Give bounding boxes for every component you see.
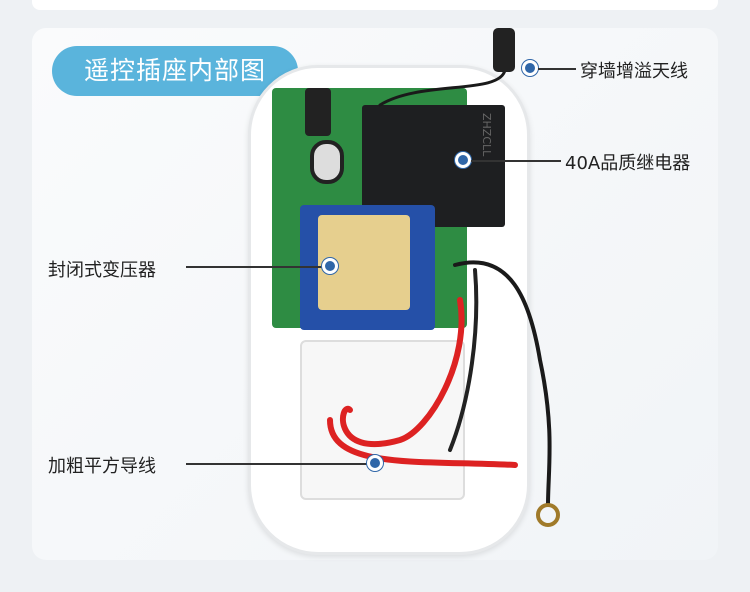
callout-line — [471, 160, 561, 162]
title-badge: 遥控插座内部图 — [52, 46, 298, 96]
antenna-coil — [493, 28, 515, 72]
callout-transformer: 封闭式变压器 — [48, 260, 156, 281]
relay-marking: ZHZCLL — [480, 113, 493, 157]
ring-terminal — [536, 503, 560, 527]
callout-dot — [455, 152, 471, 168]
black-wire-inner — [448, 268, 479, 452]
top-strip — [32, 0, 718, 10]
callout-line — [538, 68, 576, 70]
callout-antenna: 穿墙增溢天线 — [580, 61, 688, 82]
red-wire — [340, 297, 465, 448]
red-wire — [327, 417, 518, 468]
callout-wire: 加粗平方导线 — [48, 456, 156, 477]
callout-line — [186, 266, 322, 268]
black-wire — [453, 260, 552, 507]
callout-line — [186, 463, 368, 465]
socket-outlet — [300, 340, 465, 500]
capacitor — [305, 88, 331, 136]
capacitor — [310, 140, 344, 184]
callout-dot — [522, 60, 538, 76]
callout-dot — [367, 455, 383, 471]
antenna-wire — [378, 28, 507, 107]
callout-dot — [322, 258, 338, 274]
callout-relay: 40A品质继电器 — [565, 153, 691, 174]
